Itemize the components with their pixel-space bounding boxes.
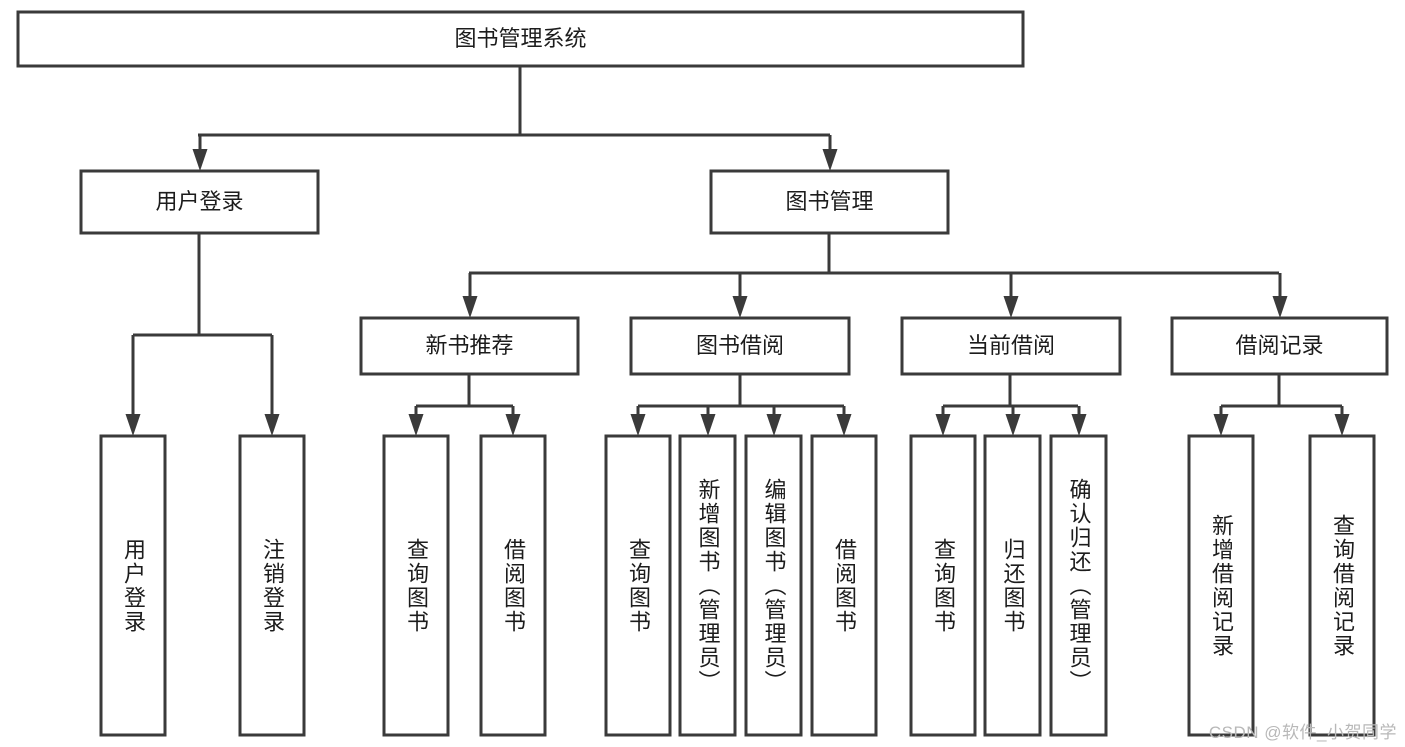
node-box-leaf-query-book-borrow[interactable]: [604, 434, 672, 737]
node-label-leaf-borrow-book: 借阅图书: [831, 537, 857, 634]
edge-root-to-user-login: [192, 135, 208, 171]
node-box-leaf-query-book-rec[interactable]: [382, 434, 450, 737]
node-label-leaf-borrow-book-rec: 借阅图书: [500, 537, 526, 634]
node-box-leaf-add-borrow-record[interactable]: [1187, 434, 1255, 737]
node-label-leaf-query-borrow-record: 查询借阅记录: [1329, 513, 1355, 658]
node-label-leaf-add-book-admin: 新增图书（管理员）: [695, 477, 721, 694]
connector-layer: [125, 66, 1350, 436]
node-box-leaf-confirm-return-admin[interactable]: [1049, 434, 1108, 737]
node-box-book-manage[interactable]: [709, 169, 950, 235]
edge-current-borrow-to-leaf-query-book-current: [935, 406, 951, 436]
node-box-new-book-recommend[interactable]: [359, 316, 580, 376]
connector-bus-user-login: [133, 233, 272, 337]
edge-book-borrow-to-leaf-edit-book-admin: [766, 406, 782, 436]
node-box-leaf-query-book-current[interactable]: [909, 434, 977, 737]
connector-bus-root: [198, 66, 830, 137]
node-box-book-borrow[interactable]: [629, 316, 851, 376]
edge-root-to-book-manage: [822, 135, 838, 171]
node-box-leaf-add-book-admin[interactable]: [678, 434, 737, 737]
node-box-leaf-borrow-book-rec[interactable]: [479, 434, 547, 737]
connector-bus-book-manage: [469, 233, 1279, 275]
edge-book-borrow-to-leaf-query-book-borrow: [630, 406, 646, 436]
node-box-leaf-edit-book-admin[interactable]: [744, 434, 803, 737]
node-label-leaf-query-book-rec: 查询图书: [403, 537, 429, 634]
node-label-user-login: 用户登录: [155, 189, 243, 214]
connector-bus-new-book: [416, 374, 513, 408]
edge-book-manage-to-borrow-record: [1272, 273, 1288, 318]
node-box-borrow-record[interactable]: [1170, 316, 1389, 376]
node-box-user-login[interactable]: [79, 169, 320, 235]
edge-current-borrow-to-leaf-confirm-return-admin: [1071, 406, 1087, 436]
node-label-leaf-user-login: 用户登录: [120, 537, 146, 634]
connector-bus-borrow-record: [1221, 374, 1342, 408]
node-label-borrow-record: 借阅记录: [1235, 333, 1323, 358]
csdn-watermark: CSDN @软件_小贺同学: [1208, 723, 1397, 742]
node-box-leaf-borrow-book[interactable]: [810, 434, 878, 737]
node-box-current-borrow[interactable]: [900, 316, 1122, 376]
node-box-root[interactable]: [16, 10, 1025, 68]
edge-book-manage-to-book-borrow: [732, 273, 748, 318]
node-label-leaf-confirm-return-admin: 确认归还（管理员）: [1066, 477, 1092, 694]
node-label-book-borrow: 图书借阅: [696, 333, 784, 358]
connector-bus-current-borrow: [943, 374, 1078, 408]
node-box-leaf-query-borrow-record[interactable]: [1308, 434, 1376, 737]
node-label-leaf-query-book-borrow: 查询图书: [625, 537, 651, 634]
node-label-root: 图书管理系统: [454, 26, 586, 51]
edge-book-manage-to-current-borrow: [1003, 273, 1019, 318]
edge-borrow-record-to-leaf-query-borrow-record: [1334, 406, 1350, 436]
node-box-leaf-return-book[interactable]: [983, 434, 1042, 737]
node-box-layer: [16, 10, 1389, 737]
node-label-current-borrow: 当前借阅: [967, 333, 1055, 358]
edge-book-manage-to-new-book-recommend: [462, 273, 478, 318]
node-label-leaf-add-borrow-record: 新增借阅记录: [1208, 513, 1234, 658]
node-label-new-book-recommend: 新书推荐: [425, 333, 513, 358]
connector-bus-book-borrow: [638, 374, 844, 408]
edge-new-book-recommend-to-leaf-query-book-rec: [408, 406, 424, 436]
node-box-leaf-user-login[interactable]: [99, 434, 167, 737]
node-label-leaf-query-book-current: 查询图书: [930, 537, 956, 634]
edge-new-book-recommend-to-leaf-borrow-book-rec: [505, 406, 521, 436]
node-label-book-manage: 图书管理: [785, 189, 873, 214]
node-label-leaf-return-book: 归还图书: [1000, 537, 1026, 634]
edge-user-login-to-leaf-user-login: [125, 335, 141, 436]
node-label-leaf-user-logout: 注销登录: [259, 537, 285, 634]
edge-current-borrow-to-leaf-return-book: [1005, 406, 1021, 436]
edge-user-login-to-leaf-user-logout: [264, 335, 280, 436]
node-box-leaf-user-logout[interactable]: [238, 434, 306, 737]
edge-book-borrow-to-leaf-add-book-admin: [700, 406, 716, 436]
node-label-leaf-edit-book-admin: 编辑图书（管理员）: [761, 477, 787, 694]
edge-book-borrow-to-leaf-borrow-book: [836, 406, 852, 436]
edge-borrow-record-to-leaf-add-borrow-record: [1213, 406, 1229, 436]
